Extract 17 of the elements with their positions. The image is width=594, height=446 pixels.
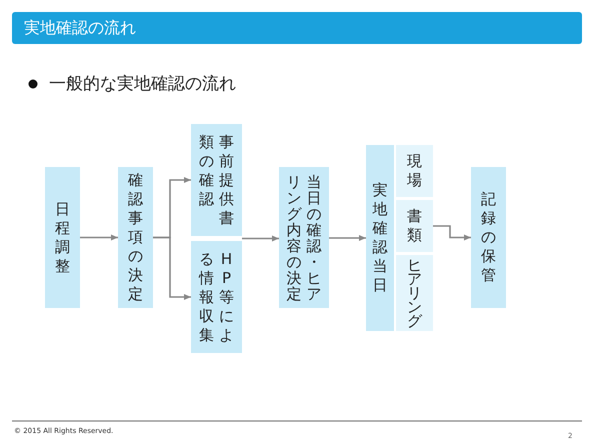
arrow xyxy=(329,235,366,241)
arrow xyxy=(153,236,191,300)
process-box: 実地確認当日 xyxy=(366,145,394,331)
arrow xyxy=(242,236,279,242)
process-box: 事前提供書類の確認 xyxy=(191,124,242,236)
item-box: 書類 xyxy=(396,200,433,252)
bullet-text: 一般的な実地確認の流れ xyxy=(49,74,236,94)
schedule-box: 日程調整 xyxy=(45,167,80,308)
process-box: 記録の保管 xyxy=(471,167,506,308)
item-box: ヒアリング xyxy=(396,255,433,331)
arrow xyxy=(80,234,118,240)
process-box: 確認事項の決定 xyxy=(118,167,153,308)
process-box: HP等による情報収集 xyxy=(191,241,242,353)
arrow xyxy=(433,225,471,240)
item-box: 現場 xyxy=(396,145,433,197)
process-box: 当日の確認・ヒアリング内容の決定 xyxy=(279,167,329,308)
slide-title: 実地確認の流れ xyxy=(24,19,136,37)
